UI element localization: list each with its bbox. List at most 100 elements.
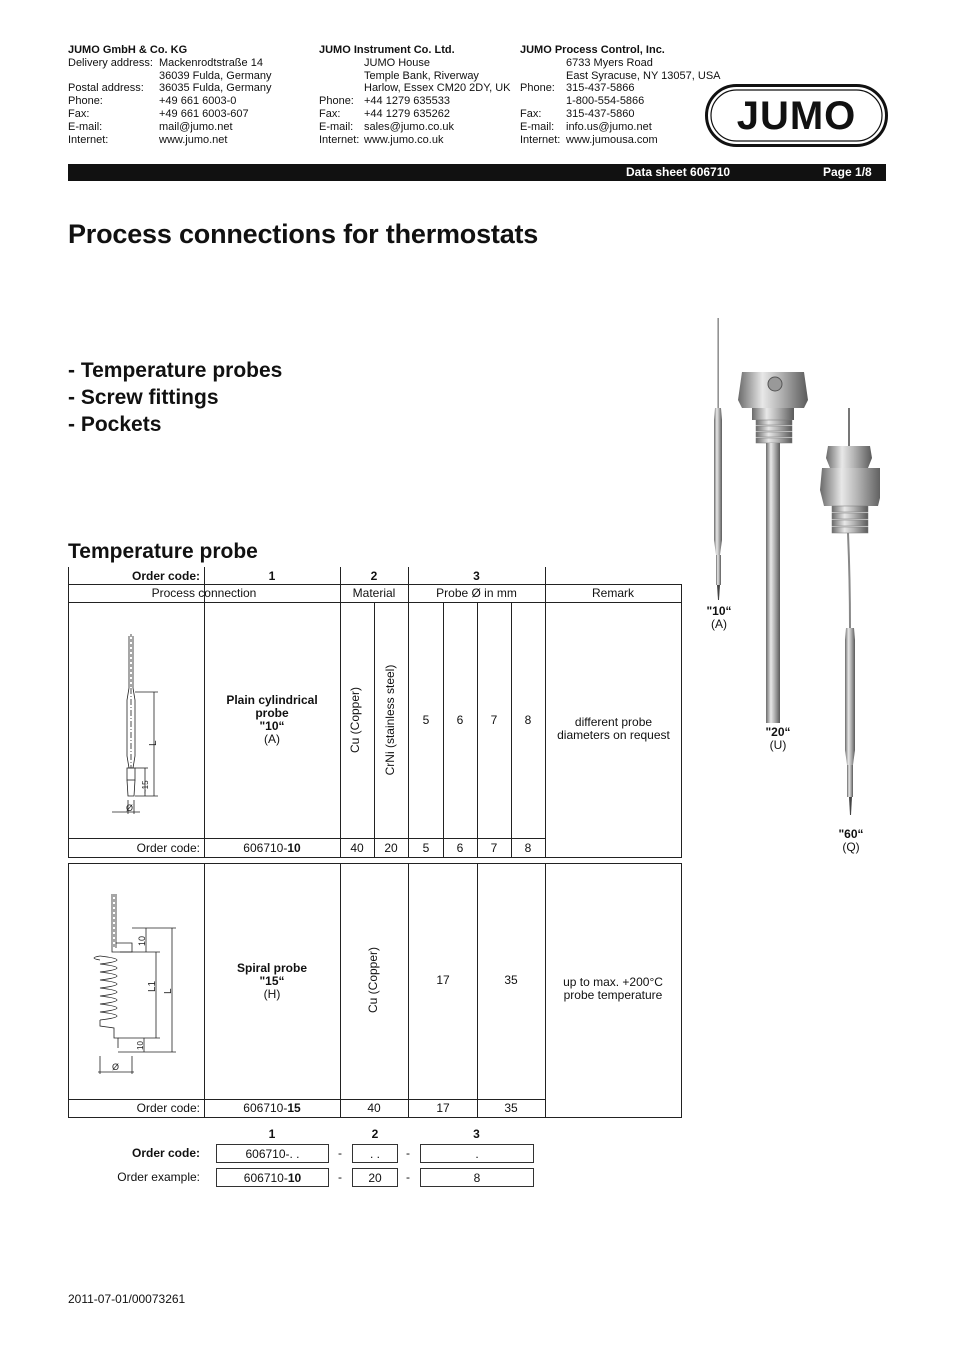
header-material: Material bbox=[352, 586, 396, 600]
page-number: Page 1/8 bbox=[823, 165, 872, 179]
order-dash: - bbox=[406, 1170, 410, 1184]
svg-text:10: 10 bbox=[137, 936, 147, 946]
plain-probe-order-code: 606710-10 bbox=[204, 839, 340, 857]
address-row-label: Internet: bbox=[520, 133, 561, 146]
probe-photo-q bbox=[820, 408, 880, 815]
order-example-field-2: 20 bbox=[352, 1168, 398, 1187]
spiral-probe-code: "15“ bbox=[259, 973, 285, 988]
address-row: E-mail:sales@jumo.co.uk bbox=[319, 121, 511, 134]
address-row-value: www.jumo.net bbox=[159, 133, 228, 146]
address-row-label: Fax: bbox=[520, 107, 542, 120]
spiral-probe-drawing: 10 L1 L 10 Ø bbox=[93, 894, 176, 1074]
material-stainless: CrNi (stainless steel) bbox=[383, 664, 397, 776]
order-code-field-3: . bbox=[420, 1144, 534, 1163]
diameter-value: 8 bbox=[524, 712, 532, 727]
pocket-photo-u bbox=[738, 372, 808, 723]
address-row: JUMO House bbox=[319, 57, 511, 70]
material-code: 40 bbox=[350, 840, 364, 855]
feature-item: - Screw fittings bbox=[68, 386, 219, 409]
address-row-value: 36035 Fulda, Germany bbox=[159, 82, 272, 95]
datasheet-number: Data sheet 606710 bbox=[626, 165, 731, 179]
document-id: 2011-07-01/00073261 bbox=[68, 1292, 186, 1306]
order-dash: - bbox=[406, 1146, 410, 1160]
address-row-label bbox=[68, 70, 159, 83]
address-row-label bbox=[520, 95, 566, 108]
address-row-label: Delivery address: bbox=[68, 56, 153, 69]
address-row-value: +44 1279 635533 bbox=[364, 95, 450, 108]
address-row: Postal address:36035 Fulda, Germany bbox=[68, 82, 272, 95]
company-name: JUMO Process Control, Inc. bbox=[520, 44, 665, 56]
plain-probe-remark: different probe diameters on request bbox=[557, 715, 670, 742]
address-row: Internet: www.jumousa.com bbox=[520, 134, 721, 147]
address-row-value: mail@jumo.net bbox=[159, 120, 233, 133]
address-row-label: Fax: bbox=[68, 107, 90, 120]
diameter-value: 7 bbox=[490, 712, 498, 727]
svg-text:JUMO: JUMO bbox=[737, 94, 857, 138]
address-row-value: +49 661 6003-0 bbox=[159, 95, 237, 108]
diameter-code: 6 bbox=[456, 840, 464, 855]
header-remark: Remark bbox=[591, 586, 634, 600]
order-col-num-2: 2 bbox=[371, 1127, 379, 1141]
feature-item: - Pockets bbox=[68, 413, 162, 436]
address-row-value: 36039 Fulda, Germany bbox=[159, 69, 272, 82]
order-example-field-1: 606710-10 bbox=[216, 1168, 329, 1187]
address-row-value: 315-437-5866 bbox=[566, 82, 635, 95]
spiral-diameter-value: 35 bbox=[504, 972, 518, 987]
col-num-3: 3 bbox=[473, 568, 480, 583]
plain-probe-letter: (A) bbox=[264, 732, 280, 746]
order-code-label: Order code: bbox=[136, 840, 200, 855]
address-row: 36039 Fulda, Germany bbox=[68, 70, 272, 83]
material-copper: Cu (Copper) bbox=[348, 686, 362, 754]
svg-text:Ø: Ø bbox=[112, 1062, 119, 1072]
address-block-usa: JUMO Process Control, Inc.6733 Myers Roa… bbox=[520, 44, 721, 146]
address-row-value: 6733 Myers Road bbox=[566, 56, 653, 69]
company-name: JUMO Instrument Co. Ltd. bbox=[319, 44, 455, 56]
order-code-row-label: Order code: bbox=[131, 1146, 200, 1160]
address-row: Fax:315-437-5860 bbox=[520, 108, 721, 121]
photo-letter: (Q) bbox=[842, 840, 860, 854]
plain-probe-code: "10“ bbox=[259, 719, 285, 733]
photo-code: "20“ bbox=[765, 725, 791, 739]
col-num-2: 2 bbox=[370, 568, 378, 583]
material-code: 40 bbox=[367, 1101, 381, 1115]
company-name: JUMO GmbH & Co. KG bbox=[68, 44, 188, 56]
jumo-logo: JUMO bbox=[705, 84, 888, 147]
address-row: Phone:315-437-5866 bbox=[520, 82, 721, 95]
photo-label-q: "60“(Q) bbox=[833, 828, 869, 854]
address-row: Internet:www.jumo.co.uk bbox=[319, 134, 511, 147]
diameter-code: 5 bbox=[422, 840, 430, 855]
diameter-code: 35 bbox=[504, 1101, 518, 1115]
photo-letter: (U) bbox=[769, 738, 787, 752]
address-row-value: +49 661 6003-607 bbox=[159, 107, 249, 120]
order-dash: - bbox=[338, 1146, 342, 1160]
order-code-suffix: 15 bbox=[287, 1101, 301, 1115]
address-row-value: info.us@jumo.net bbox=[566, 120, 652, 133]
address-row-label: Fax: bbox=[319, 107, 341, 120]
address-row-value: Mackenrodtstraße 14 bbox=[159, 56, 263, 69]
address-row-value: www.jumo.co.uk bbox=[364, 133, 444, 146]
svg-text:L: L bbox=[163, 988, 174, 994]
address-row-label bbox=[520, 57, 566, 70]
svg-text:10: 10 bbox=[136, 1041, 145, 1050]
photo-label-u: "20“(U) bbox=[760, 726, 796, 752]
feature-list: - Temperature probes - Screw fittings - … bbox=[68, 357, 282, 438]
feature-item: - Temperature probes bbox=[68, 359, 283, 382]
cylindrical-probe-drawing: L ~15 Ø bbox=[112, 634, 159, 814]
address-row-value: 1-800-554-5866 bbox=[566, 95, 645, 108]
photo-letter: (A) bbox=[711, 617, 727, 631]
diameter-code: 17 bbox=[436, 1101, 450, 1115]
address-row-value: East Syracuse, NY 13057, USA bbox=[566, 69, 721, 82]
photo-label-a: "10“(A) bbox=[702, 605, 736, 631]
address-row-label: Phone: bbox=[68, 95, 103, 108]
address-row-label bbox=[520, 70, 566, 83]
order-code-prefix: 606710- bbox=[243, 840, 288, 855]
order-code-label: Order code: bbox=[136, 1101, 200, 1115]
address-row-label: E-mail: bbox=[68, 120, 103, 133]
address-row-value: www.jumousa.com bbox=[566, 133, 658, 146]
address-row-label: Internet: bbox=[68, 133, 109, 146]
order-dash: - bbox=[338, 1170, 342, 1184]
address-row: Harlow, Essex CM20 2DY, UK bbox=[319, 82, 511, 95]
address-row: Fax: +49 661 6003-607 bbox=[68, 108, 272, 121]
